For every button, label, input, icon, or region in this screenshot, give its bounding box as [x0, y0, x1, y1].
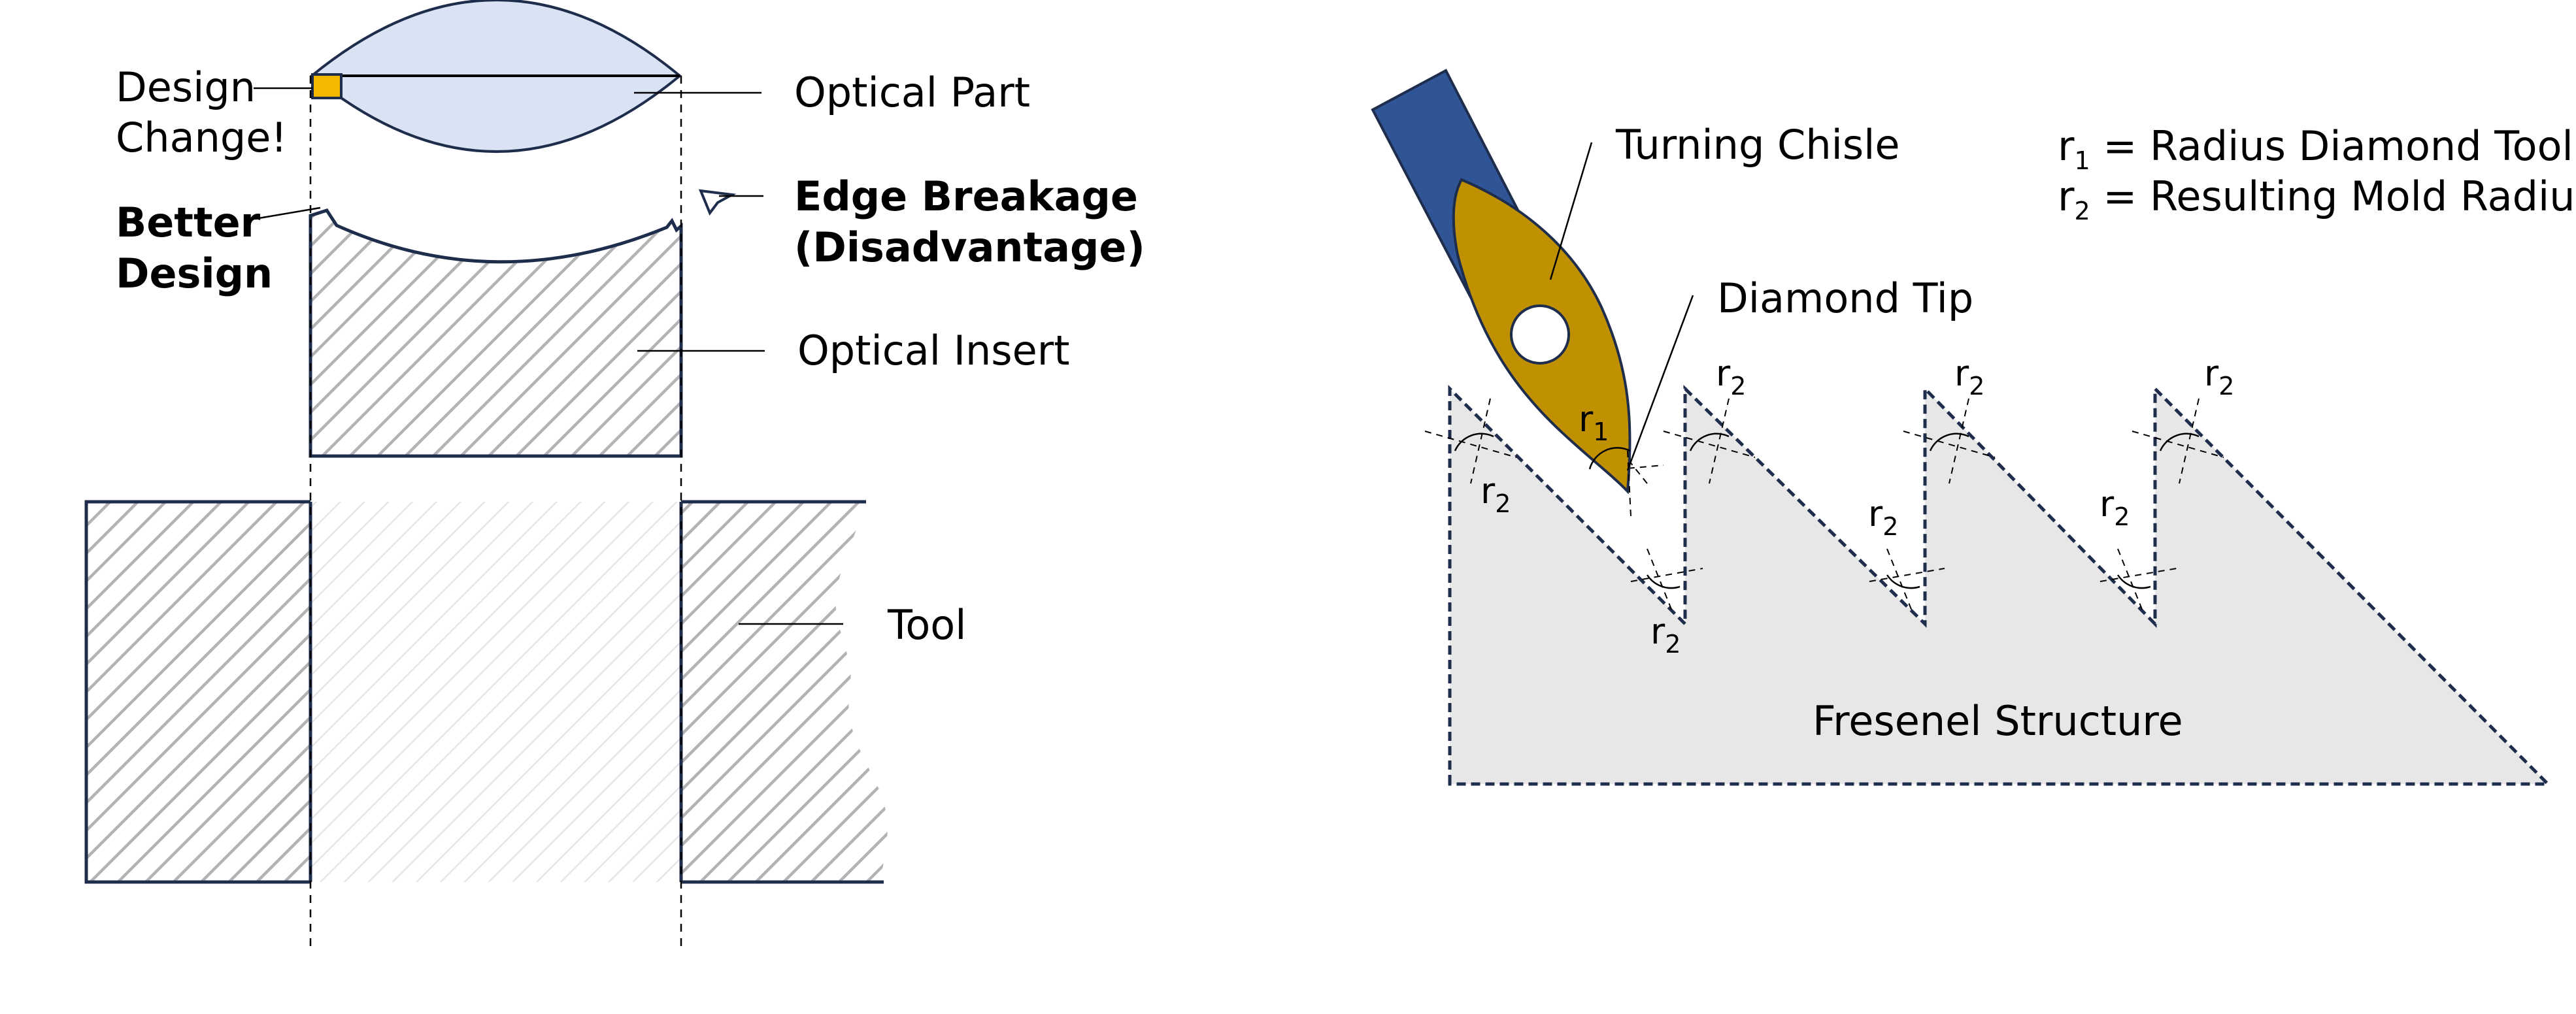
- label-edge-breakage-2: (Disadvantage): [794, 223, 1145, 271]
- label-better-design-1: Better: [116, 199, 261, 246]
- radius-arc-6: [2116, 574, 2151, 589]
- radius-arc-4: [1886, 574, 1920, 589]
- tool-left-block: [86, 502, 310, 882]
- label-r2-d: r2: [1868, 493, 1898, 541]
- label-design-change-1: Design: [116, 63, 256, 111]
- label-fresnel-structure: Fresenel Structure: [1813, 697, 2183, 745]
- construction-crosses: [1424, 398, 2224, 615]
- label-r2-c: r2: [1716, 353, 1746, 401]
- diamond-tip-arc: [1588, 447, 1631, 470]
- edge-breakage-chip: [698, 189, 737, 216]
- radius-arc-1: [1454, 433, 1494, 451]
- leader-diamond-tip: [1626, 295, 1694, 471]
- tool-right-block: [681, 502, 888, 882]
- label-edge-breakage-1: Edge Breakage: [794, 172, 1138, 220]
- label-optical-insert: Optical Insert: [797, 327, 1070, 374]
- label-optical-part: Optical Part: [794, 69, 1030, 116]
- label-r2-f: r2: [2099, 483, 2130, 531]
- label-r1-tip: r1: [1579, 399, 1609, 446]
- radius-arc-3: [1689, 433, 1730, 451]
- optical-insert: [309, 208, 683, 458]
- leader-turning-chisle: [1549, 142, 1593, 280]
- radius-arc-2: [1646, 574, 1681, 589]
- design-change-marker: [311, 73, 343, 99]
- legend-r2: r2 = Resulting Mold Radius: [2058, 172, 2576, 225]
- tool-outline-left: [84, 500, 310, 884]
- radius-arc-7: [2159, 433, 2200, 451]
- label-turning-chisle: Turning Chisle: [1615, 121, 1900, 169]
- label-diamond-tip: Diamond Tip: [1717, 274, 1973, 322]
- leader-better-design: [254, 206, 321, 220]
- label-better-design-2: Design: [116, 250, 273, 297]
- label-design-change-2: Change!: [116, 114, 287, 161]
- chisel-hole: [1510, 304, 1570, 365]
- label-r2-b: r2: [1650, 611, 1681, 659]
- legend-r1: r1 = Radius Diamond Tool: [2058, 122, 2573, 175]
- fresnel-structure: [1448, 384, 2552, 786]
- label-r2-e: r2: [1954, 353, 1984, 401]
- label-r2-a: r2: [1480, 470, 1511, 518]
- tool-bore: [310, 502, 681, 882]
- label-tool: Tool: [887, 601, 966, 649]
- radius-arc-5: [1929, 433, 1969, 451]
- label-r2-g: r2: [2204, 353, 2234, 401]
